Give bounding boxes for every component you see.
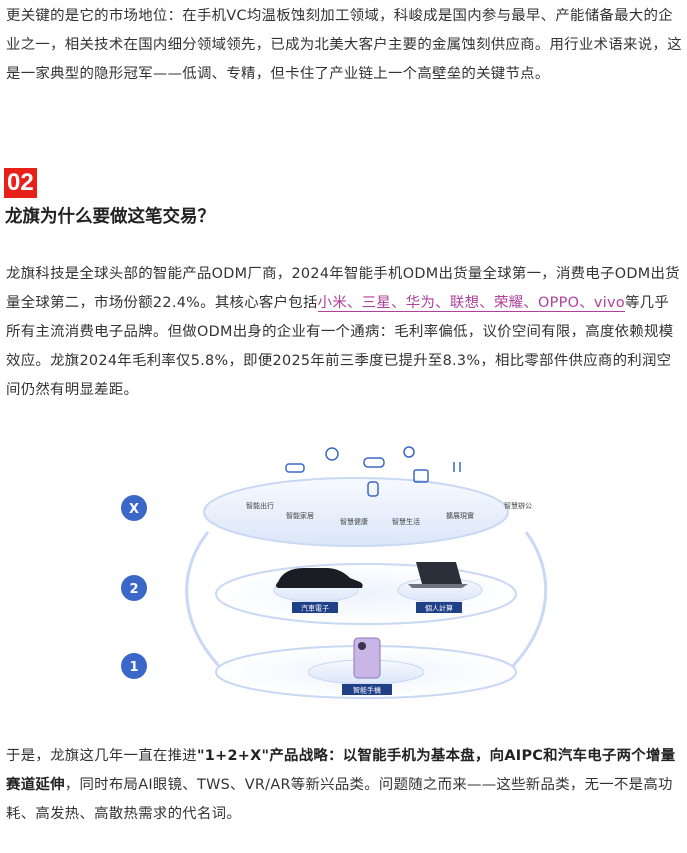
section-number-badge: 02 (4, 168, 37, 198)
device-icons (285, 446, 461, 497)
marker-x-label: X (129, 502, 139, 517)
marker-2 (121, 575, 147, 601)
camera-icon (403, 446, 415, 458)
tablet-icon (413, 469, 429, 483)
left-connector-arc (185, 531, 237, 684)
car-icon (276, 568, 363, 588)
watch-icon (325, 447, 339, 461)
strategy-lead: 于是，龙旗这几年一直在推进 (6, 748, 197, 764)
pc-label-box (416, 602, 462, 613)
laptop-base (408, 584, 468, 588)
section-heading: 龙旗为什么要做这笔交易？ (5, 207, 215, 227)
marker-2-label: 2 (129, 582, 138, 597)
marker-1-label: 1 (129, 660, 138, 675)
company-paragraph: 龙旗科技是全球头部的智能产品ODM厂商，2024年智能手机ODM出货量全球第一，… (6, 260, 682, 405)
tier-x-item-1: 智能家居 (286, 511, 314, 520)
strategy-rest: ，同时布局AI眼镜、TWS、VR/AR等新兴品类。问题随之而来——这些新品类，无… (6, 777, 673, 822)
company-text-after: 等几乎所有主流消费电子品牌。但做ODM出身的企业有一个通病：毛利率偏低，议价空间… (6, 295, 674, 398)
tier-2-item-0: 汽車電子 (301, 604, 329, 613)
earbuds-icon (453, 462, 461, 472)
tier-x-item-4: 擴展現實 (446, 511, 474, 520)
phone-label-box (342, 684, 392, 695)
tier-x-item-2: 智慧健康 (340, 517, 368, 526)
intro-paragraph: 更关键的是它的市场地位：在手机VC均温板蚀刻加工领域，科峻成是国内参与最早、产能… (6, 8, 682, 82)
marker-x (121, 495, 147, 521)
glasses-icon (285, 463, 305, 473)
band-icon (367, 481, 379, 497)
smartphone-icon (353, 637, 381, 679)
phone-camera (358, 642, 366, 650)
marker-1 (121, 653, 147, 679)
tier-2-item-1: 個人計算 (425, 604, 453, 613)
strategy-highlight: "1+2+X"产品战略：以智能手机为基本盘，向AIPC和汽车电子两个增量赛道延伸 (6, 748, 676, 793)
laptop-icon (416, 562, 462, 584)
strategy-paragraph: 于是，龙旗这几年一直在推进"1+2+X"产品战略：以智能手机为基本盘，向AIPC… (6, 742, 682, 829)
tier-x-item-3: 智慧生活 (392, 517, 420, 526)
clients-link[interactable]: 小米、三星、华为、联想、荣耀、OPPO、vivo (317, 295, 625, 312)
tier-x-platform (203, 477, 509, 547)
tier-1-item-0: 智能手機 (353, 686, 381, 695)
company-text-before: 龙旗科技是全球头部的智能产品ODM厂商，2024年智能手机ODM出货量全球第一，… (6, 266, 680, 311)
tier-x-item-5: 智慧辦公 (504, 501, 532, 510)
tier-x-item-0: 智能出行 (246, 501, 274, 510)
vr-headset-icon (363, 457, 385, 468)
strategy-diagram: 智能出行 智能家居 智慧健康 智慧生活 擴展現實 智慧辦公 汽車電子 個人計算 … (121, 446, 548, 699)
auto-label-box (292, 602, 338, 613)
right-connector-arc (495, 531, 548, 684)
